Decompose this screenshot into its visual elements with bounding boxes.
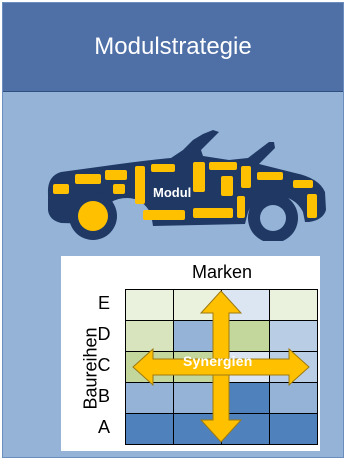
- matrix-cell: [269, 413, 318, 445]
- car-body: [47, 130, 326, 226]
- module-label: Modul: [153, 185, 191, 200]
- front-hub: [78, 201, 108, 231]
- row-label-b: B: [97, 386, 110, 406]
- row-label-a: A: [97, 417, 110, 437]
- matrix-cell: [125, 289, 174, 321]
- synergy-label: Synergien: [183, 353, 253, 369]
- module-blocks: [53, 162, 317, 220]
- matrix-cell: [125, 382, 174, 414]
- matrix-cell: [125, 413, 174, 445]
- row-label-d: D: [97, 324, 111, 344]
- matrix-cell: [269, 382, 318, 414]
- synergy-matrix-panel: Marken Baureihen E D C B A Synergien: [61, 256, 320, 451]
- row-label-e: E: [97, 293, 110, 313]
- modulstrategie-card: Modulstrategie Modul Marken: [2, 2, 344, 458]
- car-illustration: Modul: [47, 130, 326, 241]
- synergy-arrows: [132, 290, 310, 443]
- rear-hub: [260, 205, 286, 231]
- column-title: Marken: [192, 262, 253, 282]
- horizontal-arrow: [132, 347, 310, 387]
- row-label-c: C: [97, 355, 111, 375]
- header-bar: Modulstrategie: [3, 3, 343, 92]
- page-title: Modulstrategie: [94, 33, 252, 60]
